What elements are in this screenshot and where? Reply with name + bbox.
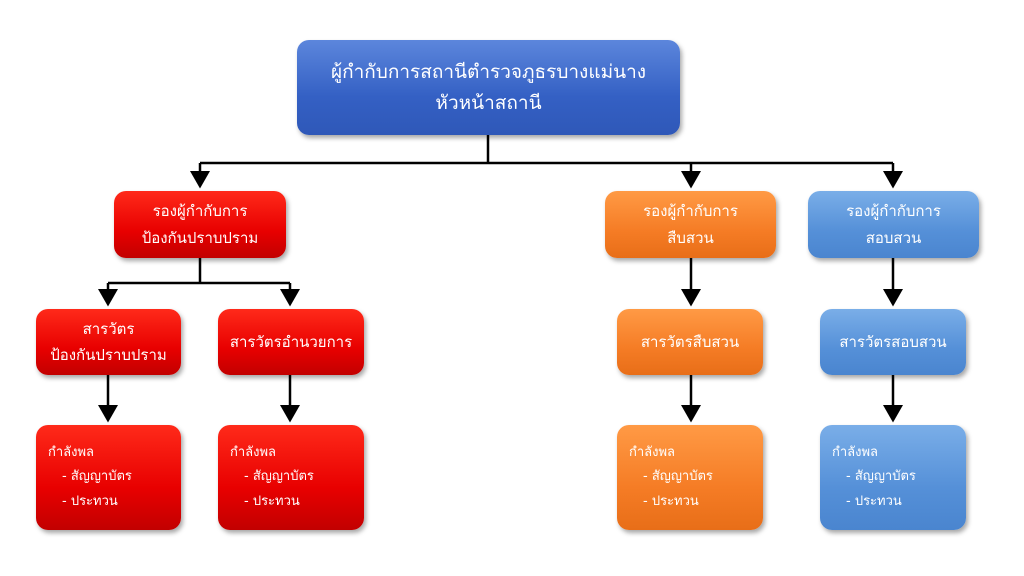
deputy-investigation-box: รองผู้กำกับการ สืบสวน (605, 191, 776, 258)
box-label: ป้องกันปราบปราม (141, 228, 259, 247)
staff-crime-prevention-box: กำลังพล - สัญญาบัตร - ประทวน (36, 425, 181, 530)
staff-item: - สัญญาบัตร (62, 469, 132, 485)
staff-item: - สัญญาบัตร (244, 469, 314, 485)
box-label: สอบสวน (865, 228, 922, 247)
staff-item: - สัญญาบัตร (643, 469, 713, 485)
box-label: รองผู้กำกับการ (152, 202, 248, 221)
station-chief-box: ผู้กำกับการสถานีตำรวจภูธรบางแม่นาง หัวหน… (297, 40, 680, 135)
root-subtitle: หัวหน้าสถานี (435, 91, 542, 114)
staff-title: กำลังพล (832, 445, 879, 461)
box-label: สารวัตรอำนวยการ (229, 332, 353, 351)
staff-investigation-box: กำลังพล - สัญญาบัตร - ประทวน (617, 425, 763, 530)
box-label: รองผู้กำกับการ (643, 202, 738, 221)
staff-item: - สัญญาบัตร (846, 469, 916, 485)
inspector-inquiry-box: สารวัตรสอบสวน (820, 309, 966, 375)
staff-title: กำลังพล (629, 445, 676, 461)
staff-item: - ประทวน (846, 493, 902, 509)
box-label: สารวัตร (82, 319, 135, 338)
staff-item: - ประทวน (244, 493, 300, 509)
staff-inquiry-box: กำลังพล - สัญญาบัตร - ประทวน (820, 425, 966, 530)
staff-item: - ประทวน (643, 493, 699, 509)
box-label: ป้องกันปราบปราม (50, 346, 167, 364)
box-label: สารวัตรสืบสวน (640, 332, 740, 351)
box-label: สารวัตรสอบสวน (839, 332, 947, 351)
deputy-crime-prevention-box: รองผู้กำกับการ ป้องกันปราบปราม (114, 191, 286, 258)
staff-title: กำลังพล (230, 445, 277, 461)
box-label: รองผู้กำกับการ (846, 202, 941, 221)
inspector-crime-prevention-box: สารวัตร ป้องกันปราบปราม (36, 309, 181, 375)
inspector-administration-box: สารวัตรอำนวยการ (218, 309, 364, 375)
staff-item: - ประทวน (62, 493, 118, 509)
deputy-inquiry-box: รองผู้กำกับการ สอบสวน (808, 191, 979, 258)
staff-administration-box: กำลังพล - สัญญาบัตร - ประทวน (218, 425, 364, 530)
inspector-investigation-box: สารวัตรสืบสวน (617, 309, 763, 375)
box-label: สืบสวน (667, 228, 714, 247)
root-title: ผู้กำกับการสถานีตำรวจภูธรบางแม่นาง (330, 61, 647, 84)
staff-title: กำลังพล (48, 445, 95, 461)
